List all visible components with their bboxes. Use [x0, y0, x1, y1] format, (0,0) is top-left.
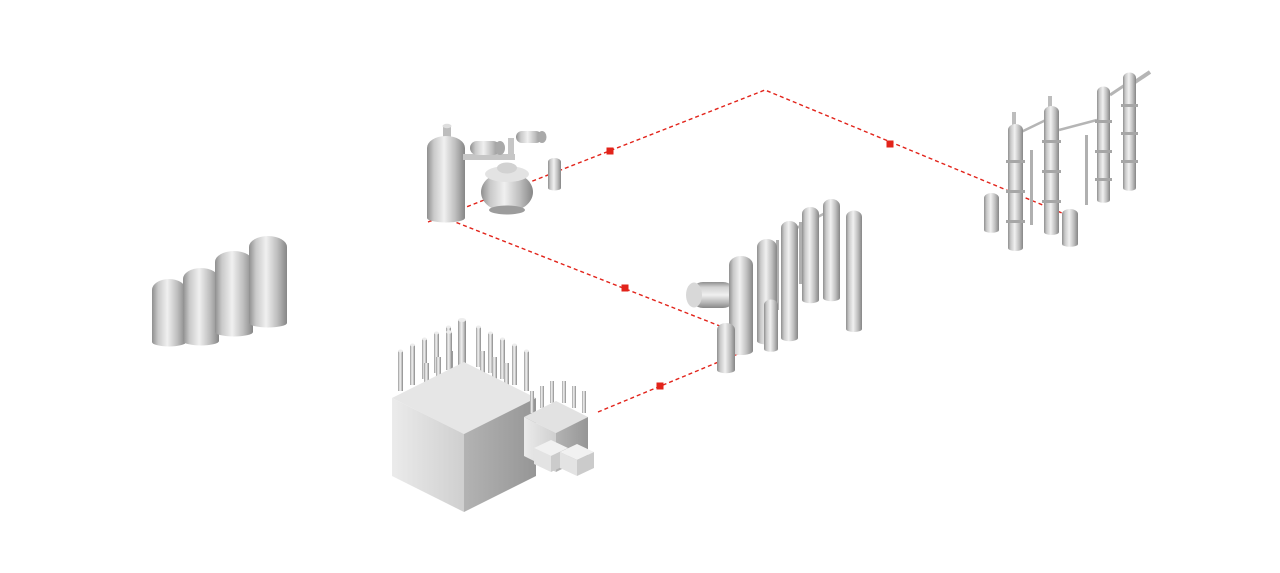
tower-group[interactable] [984, 70, 1152, 251]
furnace-unit[interactable] [392, 318, 594, 512]
horizontal-drum-icon [686, 282, 736, 308]
small-vessel-icon [984, 193, 999, 233]
column-train[interactable] [686, 199, 862, 374]
process-column-icon [764, 299, 778, 352]
riser-pipe-icon [799, 222, 802, 284]
small-outlet-vessel-icon [548, 158, 561, 191]
tall-tower-icon [1006, 112, 1025, 251]
connection-line-overhead-route [427, 89, 1063, 223]
tall-tower-icon [1095, 86, 1112, 203]
storage-tank-icon [183, 268, 219, 346]
connection-line-vessel-to-columns [449, 219, 731, 331]
connections-layer [427, 89, 1063, 413]
riser-pipe-icon [1030, 150, 1033, 225]
tall-tower-icon [1042, 96, 1061, 235]
connection-node [621, 284, 629, 292]
furnace-box-icon [392, 362, 536, 512]
riser-pipe-icon [1085, 135, 1088, 205]
connection-node [656, 382, 664, 390]
storage-tank-icon [249, 236, 287, 328]
connection-node [606, 147, 614, 155]
furnace-side-unit-icon [524, 381, 594, 476]
process-column-icon [802, 207, 819, 304]
tall-tower-icon [1121, 72, 1138, 191]
interconnect-pipe-icon [1058, 118, 1098, 132]
connection-line-furnace-to-columns [597, 350, 746, 413]
tube-bank-icon [398, 318, 529, 395]
kettle-vessel-icon [481, 162, 533, 215]
riser-pipe-icon [776, 240, 779, 310]
mixing-vessel-unit[interactable] [427, 123, 561, 223]
vertical-vessel-icon [427, 123, 465, 223]
small-vessel-icon [1062, 209, 1078, 247]
process-column-icon [846, 210, 862, 332]
process-column-icon [781, 221, 798, 342]
process-column-icon [717, 323, 735, 374]
overhead-pipe-icon [1109, 83, 1126, 97]
process-column-icon [823, 199, 840, 302]
storage-tank-farm[interactable] [152, 236, 287, 347]
storage-tank-icon [215, 251, 253, 337]
storage-tank-icon [152, 279, 186, 347]
pump-skid-icon [463, 131, 547, 160]
connection-node [886, 140, 894, 148]
